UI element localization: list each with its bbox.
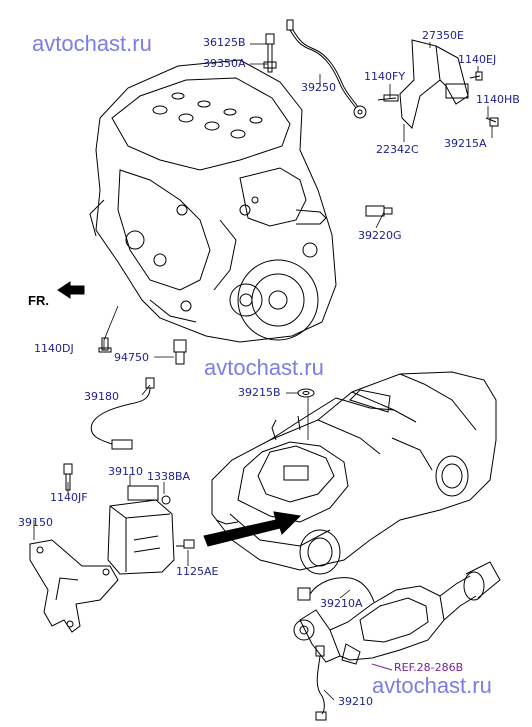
part-label-39350a[interactable]: 39350A — [203, 57, 246, 70]
part-label-39250[interactable]: 39250 — [301, 81, 336, 94]
sensor-39250 — [286, 19, 367, 119]
part-label-1140fy[interactable]: 1140FY — [364, 70, 406, 83]
part-label-39215a[interactable]: 39215A — [444, 137, 487, 150]
part-label-1338ba[interactable]: 1338BA — [147, 470, 191, 483]
watermark-middle: avtochast.ru — [204, 355, 324, 380]
part-label-1140hb[interactable]: 1140HB — [476, 93, 520, 106]
sensor-39210a — [297, 577, 375, 603]
nut-1338ba — [161, 495, 171, 505]
exhaust-assembly — [293, 561, 501, 665]
engine-drawing — [89, 59, 337, 343]
leader-lines — [33, 42, 493, 701]
reference-link[interactable]: REF.28-286B — [394, 661, 464, 674]
bolt-1125ae — [176, 539, 195, 549]
part-label-22342c[interactable]: 22342C — [376, 143, 419, 156]
part-label-36125b[interactable]: 36125B — [203, 36, 246, 49]
part-label-39180[interactable]: 39180 — [84, 390, 119, 403]
part-label-1125ae[interactable]: 1125AE — [176, 565, 219, 578]
sensor-39220g — [365, 205, 393, 217]
watermark-bottom: avtochast.ru — [372, 673, 492, 698]
front-label: FR. — [28, 293, 49, 308]
ref-pointer — [371, 663, 393, 671]
part-label-39150[interactable]: 39150 — [18, 516, 53, 529]
sensor-39180 — [90, 377, 155, 450]
watermark-top: avtochast.ru — [32, 31, 152, 56]
part-label-1140jf[interactable]: 1140JF — [50, 491, 88, 504]
ecu-39110 — [107, 485, 175, 575]
part-label-27350e[interactable]: 27350E — [422, 29, 464, 42]
sensor-39350a — [263, 33, 277, 73]
install-arrow — [203, 511, 302, 547]
part-label-94750[interactable]: 94750 — [114, 351, 149, 364]
front-direction-arrow-icon — [57, 281, 85, 299]
bracket-assembly — [377, 39, 499, 129]
bolt-1140dj — [98, 337, 112, 353]
part-label-39210a[interactable]: 39210A — [320, 597, 363, 610]
part-label-39110[interactable]: 39110 — [108, 465, 143, 478]
car-drawing — [211, 371, 497, 575]
washer-39215b — [297, 388, 315, 398]
part-label-39220g[interactable]: 39220G — [358, 229, 402, 242]
sensor-94750 — [173, 339, 187, 365]
sensor-39210 — [315, 645, 327, 721]
part-label-39215b[interactable]: 39215B — [238, 386, 281, 399]
part-label-1140dj[interactable]: 1140DJ — [34, 342, 74, 355]
part-label-1140ej[interactable]: 1140EJ — [458, 53, 497, 66]
bracket-39150 — [29, 539, 119, 633]
part-label-39210[interactable]: 39210 — [338, 695, 373, 708]
